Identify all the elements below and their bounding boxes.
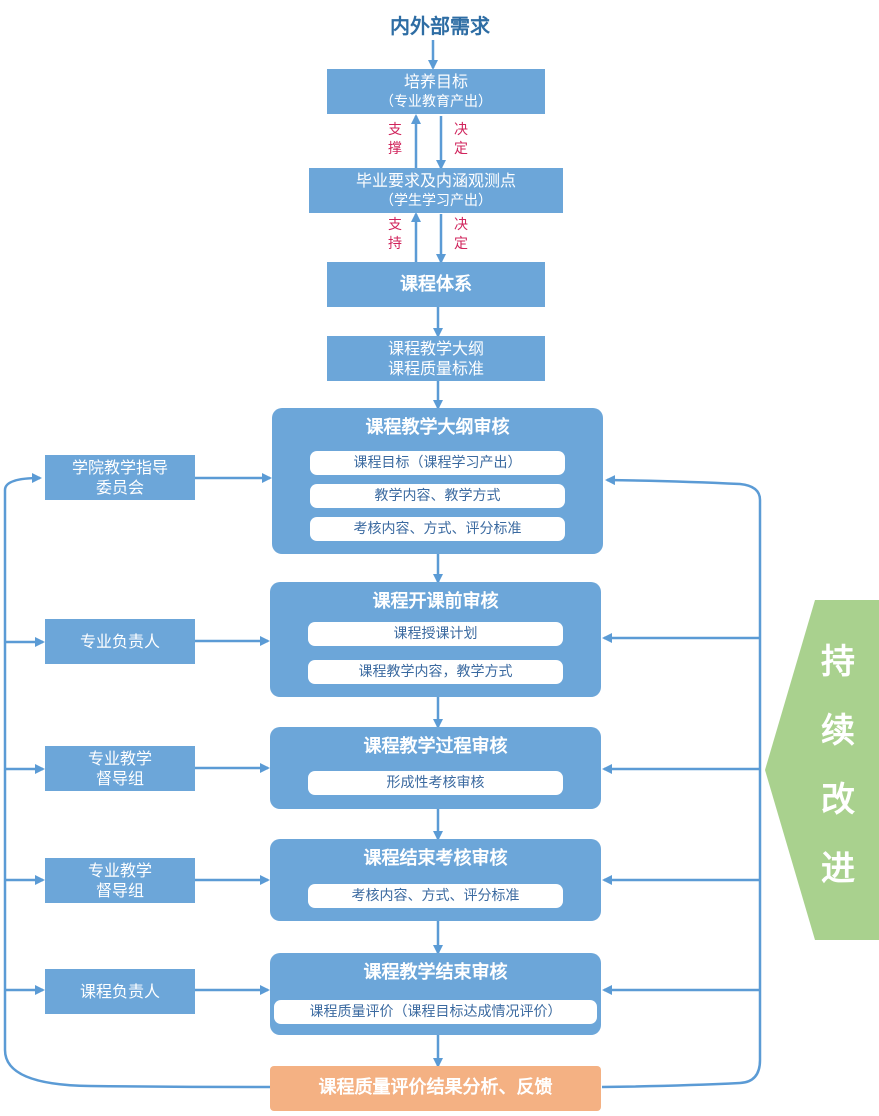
actor-course-leader: 课程负责人 — [45, 969, 195, 1014]
review-item: 课程授课计划 — [308, 622, 563, 646]
continuous-improvement-label: 持 续 改 进 — [821, 642, 855, 889]
support-label-1: 支撑 — [388, 122, 402, 157]
review-item: 教学内容、教学方式 — [310, 484, 565, 508]
review-box-process: 课程教学过程审核 形成性考核审核 — [270, 727, 601, 809]
actor-teaching-supervision-group-1: 专业教学督导组 — [45, 746, 195, 791]
course-system-label: 课程体系 — [400, 273, 472, 295]
decide-label-2: 决定 — [454, 217, 468, 252]
training-goal-sublabel: （专业教育产出） — [380, 93, 492, 110]
review-title: 课程教学结束审核 — [363, 962, 508, 983]
review-box-pre-course: 课程开课前审核 课程授课计划 课程教学内容，教学方式 — [270, 582, 601, 697]
training-goal-label: 培养目标 — [403, 71, 468, 91]
review-title: 课程开课前审核 — [372, 591, 499, 612]
external-internal-demand-title: 内外部需求 — [390, 14, 490, 38]
graduation-requirement-label: 毕业要求及内涵观测点 — [355, 170, 516, 190]
review-item: 考核内容、方式、评分标准 — [310, 517, 565, 541]
review-item: 考核内容、方式、评分标准 — [308, 884, 563, 908]
review-title: 课程结束考核审核 — [363, 848, 508, 869]
actor-program-director: 专业负责人 — [45, 619, 195, 664]
final-analysis-feedback-box: 课程质量评价结果分析、反馈 — [270, 1066, 601, 1111]
training-goal-box: 培养目标 （专业教育产出） — [327, 69, 545, 114]
review-item: 形成性考核审核 — [308, 771, 563, 795]
syllabus-box: 课程教学大纲 课程质量标准 — [327, 336, 545, 381]
syllabus-label: 课程教学大纲 — [387, 338, 484, 358]
quality-standard-label: 课程质量标准 — [387, 358, 484, 378]
graduation-requirement-sublabel: （学生学习产出） — [380, 192, 492, 209]
review-box-final-exam: 课程结束考核审核 考核内容、方式、评分标准 — [270, 839, 601, 921]
actor-teaching-supervision-group-2: 专业教学督导组 — [45, 858, 195, 903]
review-box-course-end: 课程教学结束审核 课程质量评价（课程目标达成情况评价） — [270, 953, 601, 1035]
review-item: 课程目标（课程学习产出） — [310, 451, 565, 475]
review-title: 课程教学过程审核 — [363, 736, 508, 757]
review-box-syllabus: 课程教学大纲审核 课程目标（课程学习产出） 教学内容、教学方式 考核内容、方式、… — [272, 408, 603, 554]
actor-college-committee: 学院教学指导委员会 — [45, 455, 195, 500]
review-item: 课程质量评价（课程目标达成情况评价） — [274, 1000, 597, 1024]
continuous-improvement-shape — [765, 600, 879, 940]
course-system-box: 课程体系 — [327, 262, 545, 307]
graduation-requirement-box: 毕业要求及内涵观测点 （学生学习产出） — [309, 168, 563, 213]
decide-label-1: 决定 — [454, 122, 468, 157]
review-title: 课程教学大纲审核 — [365, 417, 510, 438]
review-item: 课程教学内容，教学方式 — [308, 660, 563, 684]
support-label-2: 支持 — [388, 217, 402, 252]
